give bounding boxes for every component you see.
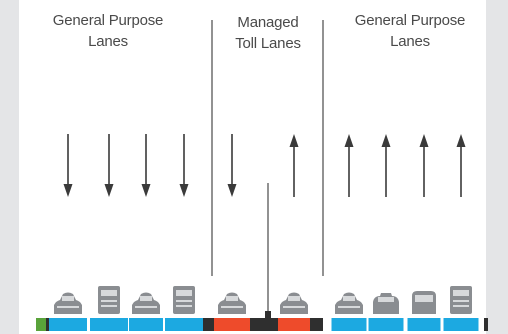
vehicles bbox=[54, 286, 472, 314]
car-icon bbox=[280, 292, 308, 314]
arrow-up-icon bbox=[344, 134, 354, 197]
left-edge-green bbox=[36, 318, 46, 331]
arrow-down-icon bbox=[179, 134, 189, 197]
general-lane-surface bbox=[368, 318, 404, 331]
toll-lane-surface bbox=[278, 318, 310, 331]
car-icon bbox=[218, 292, 246, 314]
arrow-down-icon bbox=[227, 134, 237, 197]
car-icon bbox=[54, 292, 82, 314]
right-frame-border bbox=[486, 0, 508, 334]
suv-icon bbox=[373, 293, 399, 314]
general-lane-surface bbox=[129, 318, 163, 331]
general-purpose-lanes-label-right: General Purpose Lanes bbox=[336, 10, 484, 52]
arrow-up-icon bbox=[419, 134, 429, 197]
general-purpose-lanes-label-left: General Purpose Lanes bbox=[24, 10, 192, 52]
right-shoulder bbox=[484, 318, 488, 331]
label-mid-line2: Toll Lanes bbox=[235, 35, 301, 52]
arrow-up-icon bbox=[456, 134, 466, 197]
general-lane-surface bbox=[165, 318, 203, 331]
direction-arrows bbox=[63, 134, 466, 197]
left-shoulder bbox=[46, 318, 50, 331]
general-lane-surface bbox=[407, 318, 441, 331]
car-icon bbox=[132, 292, 160, 314]
truck-icon bbox=[98, 286, 120, 314]
general-lane-surface bbox=[443, 318, 479, 331]
label-right-line1: General Purpose bbox=[354, 12, 466, 29]
arrow-up-icon bbox=[289, 134, 299, 197]
arrow-down-icon bbox=[104, 134, 114, 197]
car-icon bbox=[335, 292, 363, 314]
van-icon bbox=[412, 291, 436, 314]
left-frame-border bbox=[0, 0, 19, 334]
general-lane-surface bbox=[90, 318, 128, 331]
section-dividers bbox=[211, 20, 324, 312]
label-left-line2: Lanes bbox=[88, 33, 128, 50]
truck-icon bbox=[450, 286, 472, 314]
general-lane-surface bbox=[331, 318, 367, 331]
truck-icon bbox=[173, 286, 195, 314]
arrow-down-icon bbox=[63, 134, 73, 197]
road-surface bbox=[36, 311, 488, 331]
label-right-line2: Lanes bbox=[390, 33, 430, 50]
managed-toll-lanes-label: Managed Toll Lanes bbox=[214, 12, 322, 54]
toll-lane-surface bbox=[214, 318, 250, 331]
label-left-line1: General Purpose bbox=[52, 12, 164, 29]
median-barrier-post bbox=[265, 311, 271, 318]
label-mid-line1: Managed bbox=[237, 14, 299, 31]
general-lane-surface bbox=[49, 318, 87, 331]
arrow-down-icon bbox=[141, 134, 151, 197]
arrow-up-icon bbox=[381, 134, 391, 197]
